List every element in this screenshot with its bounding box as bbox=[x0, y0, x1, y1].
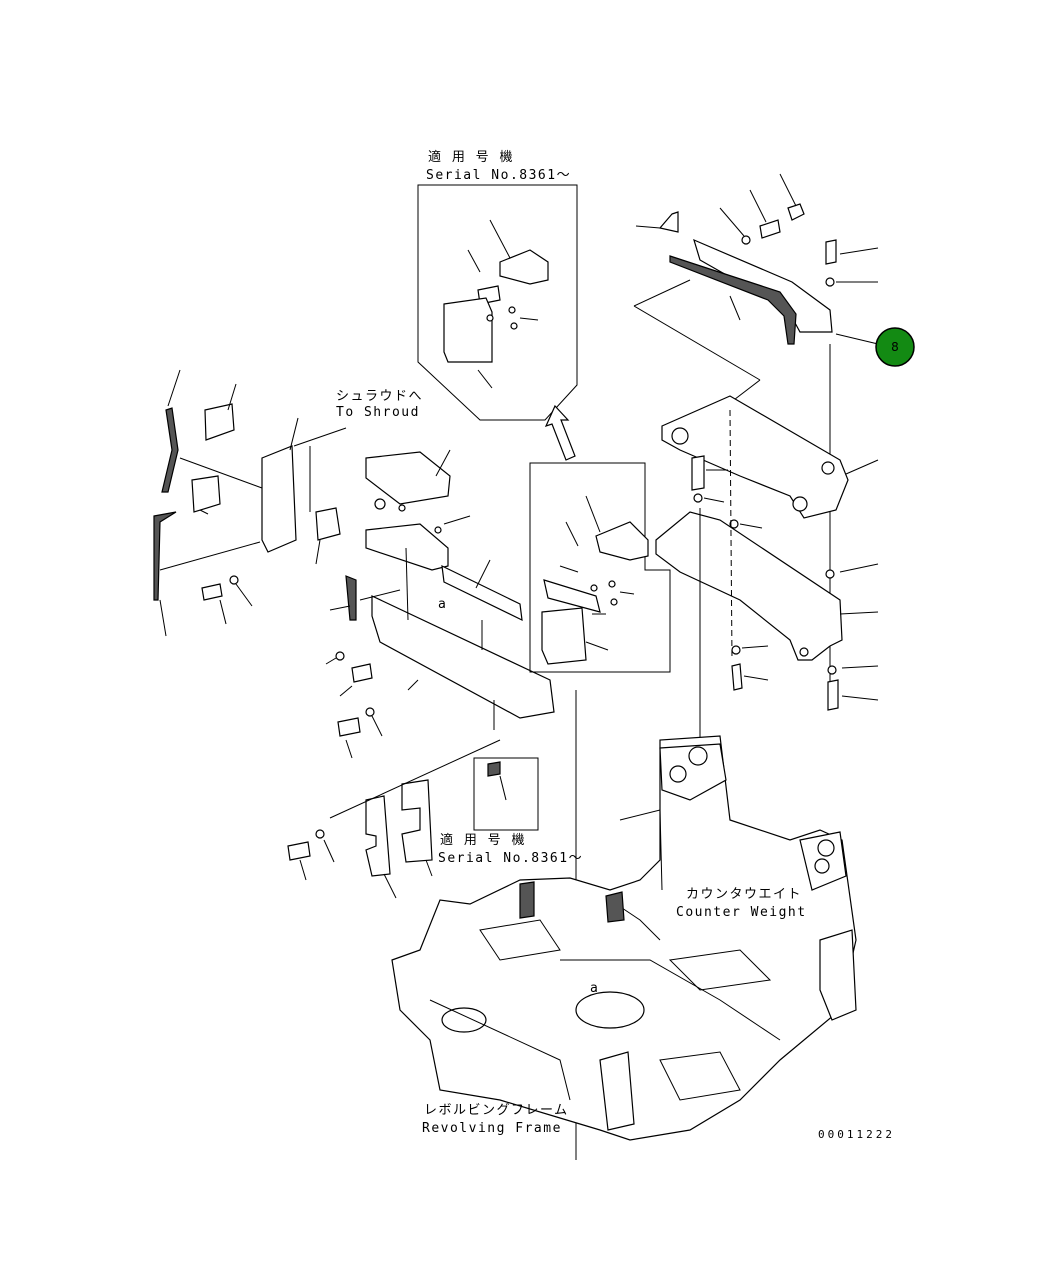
counter-weight-en: Counter Weight bbox=[676, 905, 807, 920]
right-bracket-plates bbox=[655, 395, 879, 746]
marker-a-top: a bbox=[438, 597, 447, 612]
inset-middle bbox=[529, 462, 671, 673]
serial-top-en: Serial No.8361～ bbox=[426, 168, 571, 183]
callout-circle[interactable] bbox=[875, 327, 915, 367]
inset-top bbox=[417, 184, 578, 421]
callout-number[interactable]: 8 bbox=[891, 340, 899, 354]
left-parts bbox=[153, 369, 347, 637]
counter-weight-jp: カウンタウエイト bbox=[686, 887, 802, 902]
right-upper-parts bbox=[633, 173, 879, 700]
revolving-frame-jp: レボルビングフレーム bbox=[424, 1103, 569, 1118]
shroud-jp: シュラウドへ bbox=[336, 389, 423, 404]
serial-mid-jp: 適 用 号 機 bbox=[440, 832, 526, 848]
marker-a-bottom: a bbox=[590, 981, 599, 996]
shroud-en: To Shroud bbox=[336, 405, 420, 420]
callout-balloon-8[interactable]: 8 bbox=[875, 327, 915, 367]
arrow-up-icon bbox=[544, 404, 576, 461]
revolving-frame bbox=[391, 735, 857, 1141]
center-parts bbox=[325, 449, 555, 759]
drawing-number: 00011222 bbox=[818, 1128, 895, 1141]
inset-small bbox=[473, 757, 539, 831]
revolving-frame-en: Revolving Frame bbox=[422, 1121, 562, 1136]
serial-mid-en: Serial No.8361～ bbox=[438, 851, 583, 866]
serial-top-jp: 適 用 号 機 bbox=[428, 149, 514, 165]
